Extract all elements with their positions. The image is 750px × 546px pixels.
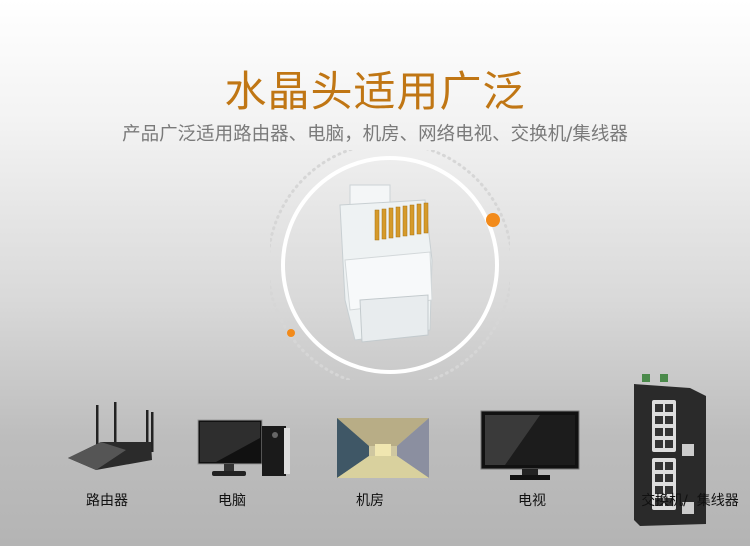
router-icon	[68, 402, 154, 470]
rj45-connector-icon	[339, 184, 433, 343]
server-room-image	[337, 418, 429, 478]
computer-icon	[197, 419, 290, 476]
device-label-tv: 电视	[518, 493, 546, 509]
switch-icon	[634, 374, 706, 526]
tv-icon	[480, 410, 580, 480]
orange-dot	[486, 213, 500, 227]
device-label-server-room: 机房	[356, 493, 384, 509]
white-ring	[281, 156, 499, 374]
device-label-router: 路由器	[86, 493, 128, 509]
page-title: 水晶头适用广泛	[224, 67, 526, 116]
device-label-switch: 交换机/ 集线器	[641, 493, 739, 509]
orange-dot	[287, 329, 295, 337]
device-label-computer: 电脑	[218, 493, 246, 509]
rj45-connector-hero	[270, 150, 510, 380]
page-subtitle: 产品广泛适用路由器、电脑，机房、网络电视、交换机/集线器	[122, 124, 628, 145]
